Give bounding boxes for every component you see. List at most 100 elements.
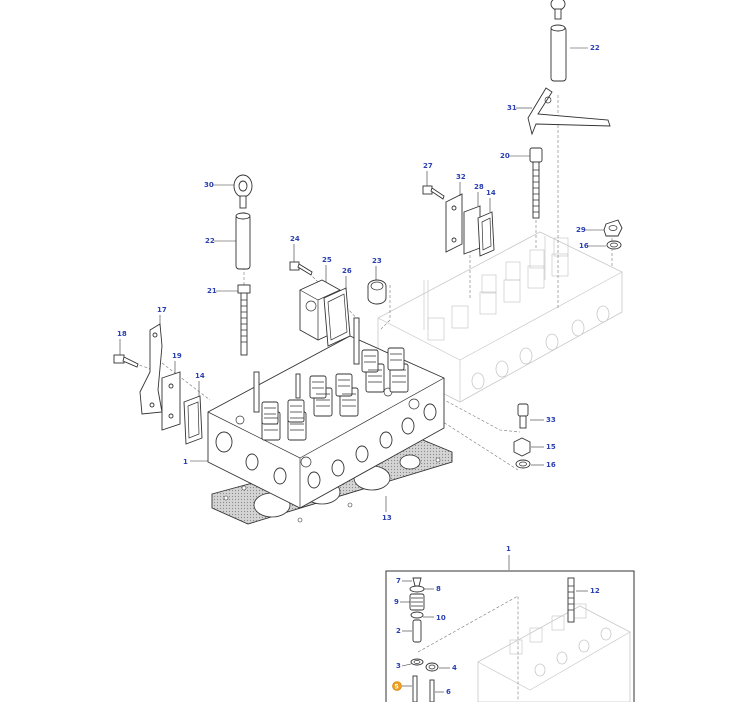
bolt-18[interactable] bbox=[113, 354, 139, 368]
cylinder-head[interactable] bbox=[207, 335, 445, 509]
svg-text:24: 24 bbox=[290, 235, 300, 243]
svg-text:18: 18 bbox=[117, 330, 127, 338]
svg-text:14: 14 bbox=[195, 372, 205, 380]
inset-label-3[interactable]: 3 bbox=[396, 662, 412, 670]
callout-26[interactable]: 26 bbox=[342, 267, 352, 290]
callout-20[interactable]: 20 bbox=[500, 152, 530, 160]
sensor-33[interactable] bbox=[517, 403, 529, 429]
callout-29[interactable]: 29 bbox=[576, 226, 604, 234]
gasket-26[interactable] bbox=[323, 287, 351, 347]
washer-16-top[interactable] bbox=[606, 240, 622, 250]
callout-32[interactable]: 32 bbox=[456, 173, 466, 196]
svg-text:12: 12 bbox=[590, 587, 600, 595]
eye-bolt-left[interactable] bbox=[233, 174, 253, 209]
svg-text:10: 10 bbox=[436, 614, 446, 622]
inset-ghost-head bbox=[477, 603, 631, 703]
inset-label-9[interactable]: 9 bbox=[394, 598, 410, 606]
callouts: 1 13 14 17 18 19 21 22 bbox=[117, 44, 606, 522]
callout-19[interactable]: 19 bbox=[172, 352, 182, 374]
bolt-24[interactable] bbox=[289, 261, 313, 276]
callout-17[interactable]: 17 bbox=[157, 306, 167, 326]
eye-bolt-top[interactable] bbox=[550, 0, 566, 20]
svg-text:16: 16 bbox=[579, 242, 589, 250]
svg-text:4: 4 bbox=[452, 664, 457, 672]
callout-31[interactable]: 31 bbox=[507, 104, 532, 112]
stud-20[interactable] bbox=[529, 147, 543, 219]
tube-left[interactable] bbox=[235, 212, 251, 270]
callout-22-top[interactable]: 22 bbox=[570, 44, 600, 52]
stud-left[interactable] bbox=[237, 284, 251, 356]
inset-label-4[interactable]: 4 bbox=[439, 664, 457, 672]
callout-14-right[interactable]: 14 bbox=[486, 189, 496, 212]
plate-28[interactable] bbox=[463, 205, 481, 255]
svg-text:26: 26 bbox=[342, 267, 352, 275]
svg-text:1: 1 bbox=[183, 458, 188, 466]
svg-text:32: 32 bbox=[456, 173, 466, 181]
callout-13[interactable]: 13 bbox=[382, 496, 392, 522]
plug-15[interactable] bbox=[513, 437, 531, 457]
svg-text:19: 19 bbox=[172, 352, 182, 360]
svg-text:16: 16 bbox=[546, 461, 556, 469]
svg-text:22: 22 bbox=[590, 44, 600, 52]
svg-text:7: 7 bbox=[396, 577, 401, 585]
svg-text:2: 2 bbox=[396, 627, 401, 635]
callout-30[interactable]: 30 bbox=[204, 181, 234, 189]
callout-14-left[interactable]: 14 bbox=[195, 372, 205, 396]
svg-text:30: 30 bbox=[204, 181, 214, 189]
callout-21[interactable]: 21 bbox=[207, 287, 238, 295]
callout-25[interactable]: 25 bbox=[322, 256, 332, 282]
svg-text:9: 9 bbox=[394, 598, 399, 606]
inset-ring-4[interactable] bbox=[425, 662, 439, 672]
svg-text:25: 25 bbox=[322, 256, 332, 264]
inset-label-8[interactable]: 8 bbox=[424, 585, 441, 593]
inset-valve-5[interactable] bbox=[412, 675, 418, 703]
ring-23[interactable] bbox=[367, 279, 387, 305]
callout-15[interactable]: 15 bbox=[531, 443, 556, 451]
plug-29[interactable] bbox=[603, 219, 623, 237]
inset-retainer-8[interactable] bbox=[409, 585, 425, 593]
inset-seat-3[interactable] bbox=[410, 658, 424, 666]
inset-label-6[interactable]: 6 bbox=[435, 688, 451, 696]
inset-label-12[interactable]: 12 bbox=[576, 587, 600, 595]
svg-text:17: 17 bbox=[157, 306, 167, 314]
gasket-14-left[interactable] bbox=[183, 395, 203, 445]
inset-label-7[interactable]: 7 bbox=[396, 577, 412, 585]
inset-stud-12[interactable] bbox=[567, 577, 575, 623]
inset-label-2[interactable]: 2 bbox=[396, 627, 412, 635]
bracket-32[interactable] bbox=[445, 193, 463, 253]
callout-23[interactable]: 23 bbox=[372, 257, 382, 280]
head-studs bbox=[253, 317, 360, 413]
inset-spring-9[interactable] bbox=[409, 593, 425, 611]
callout-1[interactable]: 1 bbox=[183, 458, 208, 466]
tube-22-top[interactable] bbox=[550, 24, 567, 82]
bolt-27[interactable] bbox=[422, 185, 445, 200]
bracket-17[interactable] bbox=[139, 323, 163, 415]
svg-text:5: 5 bbox=[395, 684, 399, 691]
plate-19[interactable] bbox=[161, 371, 181, 431]
callout-33[interactable]: 33 bbox=[530, 416, 556, 424]
lifting-bracket-31[interactable] bbox=[527, 87, 611, 136]
inset-label-10[interactable]: 10 bbox=[423, 614, 446, 622]
callout-28[interactable]: 28 bbox=[474, 183, 484, 206]
inset-guide-2[interactable] bbox=[412, 619, 422, 643]
svg-text:13: 13 bbox=[382, 514, 392, 522]
inset-valve-6[interactable] bbox=[429, 679, 435, 703]
callout-16-top[interactable]: 16 bbox=[579, 242, 606, 250]
callout-24[interactable]: 24 bbox=[290, 235, 300, 262]
inset-detail: 1 bbox=[385, 545, 635, 706]
svg-text:14: 14 bbox=[486, 189, 496, 197]
gasket-14-right[interactable] bbox=[477, 211, 495, 257]
inset-seal-10[interactable] bbox=[410, 611, 424, 619]
callout-27[interactable]: 27 bbox=[423, 162, 433, 186]
svg-text:3: 3 bbox=[396, 662, 401, 670]
svg-text:15: 15 bbox=[546, 443, 556, 451]
washer-16-bottom[interactable] bbox=[515, 459, 531, 469]
callout-22-left[interactable]: 22 bbox=[205, 237, 236, 245]
callout-18[interactable]: 18 bbox=[117, 330, 127, 355]
valve-springs[interactable] bbox=[261, 347, 409, 441]
inset-ref-callout[interactable]: 1 bbox=[506, 545, 511, 570]
svg-text:33: 33 bbox=[546, 416, 556, 424]
inset-label-5[interactable]: 5 bbox=[392, 681, 413, 691]
callout-16-bottom[interactable]: 16 bbox=[531, 461, 556, 469]
svg-text:6: 6 bbox=[446, 688, 451, 696]
